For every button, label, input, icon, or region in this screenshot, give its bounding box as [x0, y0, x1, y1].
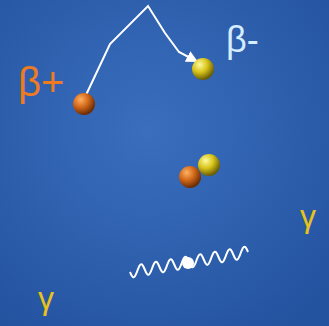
positron-ball — [73, 93, 95, 115]
photon-label: γ — [300, 200, 316, 232]
particle-label: β- — [226, 22, 259, 58]
positron-ball — [179, 166, 201, 188]
track-line — [86, 6, 196, 95]
photon-label: γ — [38, 282, 54, 314]
photon-wave — [130, 247, 248, 277]
particle-label: β+ — [18, 62, 64, 102]
electron-ball — [198, 154, 220, 176]
annihilation-dot — [182, 257, 194, 269]
electron-ball — [192, 58, 214, 80]
